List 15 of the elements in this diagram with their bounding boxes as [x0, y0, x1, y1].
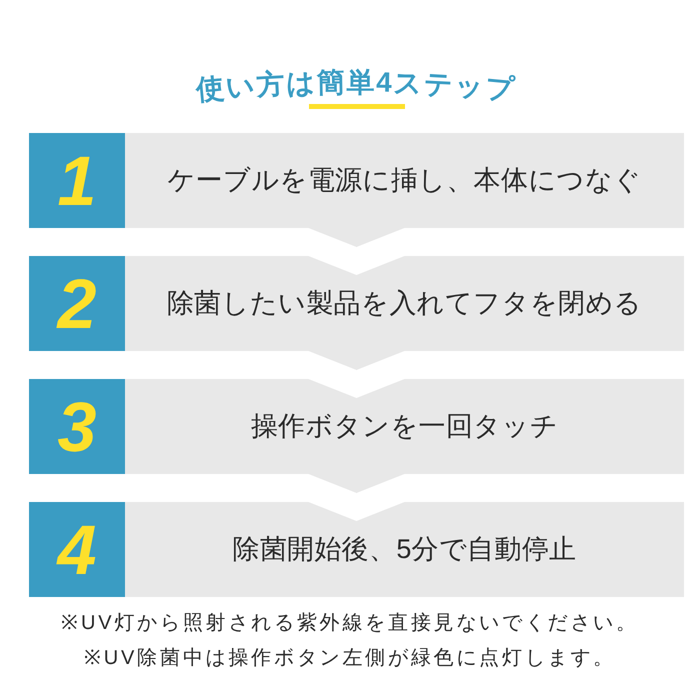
step-band	[29, 502, 684, 597]
step-text: 操作ボタンを一回タッチ	[250, 410, 558, 443]
note-text: ※UV除菌中は操作ボタン左側が緑色に点灯します。	[84, 646, 616, 671]
title: 使い方は簡単4ステップ	[194, 66, 518, 106]
step-text: 除菌開始後、5分で自動停止	[232, 532, 576, 566]
step-text: 除菌したい製品を入れてフタを閉める	[166, 286, 642, 320]
step-band	[29, 256, 684, 351]
step-number-tile: 4	[29, 502, 125, 597]
step-band	[29, 133, 684, 228]
step-number-tile: 2	[29, 256, 125, 351]
step-band	[29, 379, 684, 474]
note-text: ※UV灯から照射される紫外線を直接見ないでください。	[61, 611, 639, 636]
step-number-tile: 3	[29, 379, 125, 474]
step-number-tile: 1	[29, 133, 125, 228]
step-text: ケーブルを電源に挿し、本体につなぐ	[167, 164, 642, 197]
